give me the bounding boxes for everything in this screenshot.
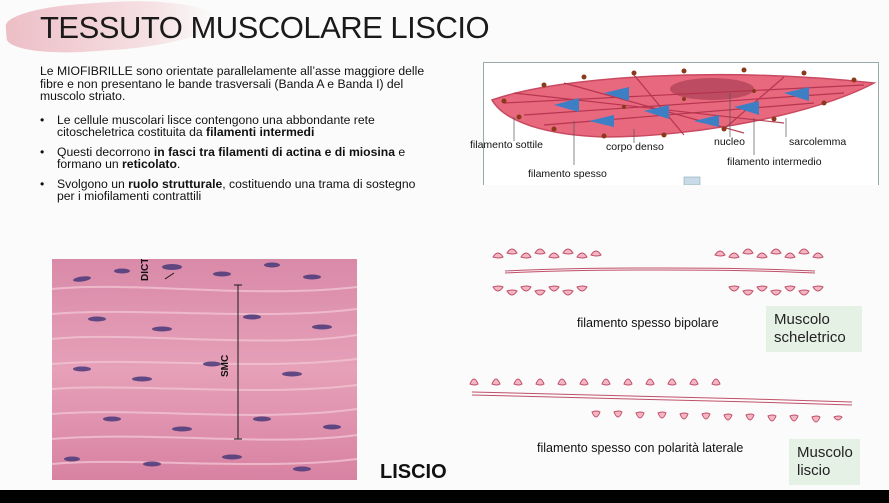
- fiber-streaks: [52, 285, 357, 466]
- annotation-lines: [164, 272, 242, 440]
- bullet-item: Questi decorrono in fasci tra filamenti …: [40, 146, 430, 170]
- label-thin-filament: filamento sottile: [470, 139, 543, 151]
- histology-image: DICT SMC: [52, 259, 357, 480]
- intro-paragraph: Le MIOFIBRILLE sono orientate parallelam…: [40, 64, 425, 103]
- bipolar-filament-caption: filamento spesso bipolare: [577, 316, 719, 330]
- label-sarcolemma: sarcolemma: [789, 136, 847, 148]
- label-nucleus: nucleo: [714, 136, 745, 148]
- slide-title: TESSUTO MUSCOLARE LISCIO: [40, 10, 490, 45]
- slide: TESSUTO MUSCOLARE LISCIO Le MIOFIBRILLE …: [0, 0, 889, 490]
- side-polar-heads-top: [469, 378, 721, 386]
- bipolar-heads-right: [714, 248, 824, 296]
- side-polar-shaft: [471, 391, 853, 406]
- cell-nuclei: [64, 262, 341, 472]
- bipolar-filament-diagram: [492, 248, 824, 296]
- bottom-bar: [0, 490, 889, 503]
- small-marker: [683, 176, 701, 186]
- label-dense-body: corpo denso: [606, 141, 664, 153]
- cell-illustration: [490, 67, 877, 186]
- bullet-item: Le cellule muscolari lisce contengono un…: [40, 114, 430, 138]
- side-polar-filament-caption: filamento spesso con polarità laterale: [537, 441, 744, 455]
- dense-bodies: [501, 67, 857, 139]
- bipolar-heads-left: [492, 248, 602, 296]
- skeletal-muscle-tag: Muscolo scheletrico: [766, 306, 862, 352]
- bullet-list: Le cellule muscolari lisce contengono un…: [40, 114, 430, 211]
- smooth-muscle-cell-diagram: filamento sottile corpo denso nucleo sar…: [470, 62, 879, 186]
- label-intermediate-filament: filamento intermedio: [727, 156, 822, 168]
- label-smc: SMC: [220, 354, 231, 377]
- nucleus-shape: [670, 78, 754, 100]
- smooth-muscle-tag: Muscolo liscio: [789, 439, 860, 485]
- histology-illustration: [52, 259, 357, 480]
- bullet-item: Svolgono un ruolo strutturale, costituen…: [40, 178, 430, 202]
- side-polar-filament-diagram: [469, 378, 853, 423]
- histology-caption: LISCIO: [380, 461, 447, 483]
- leader-lines: [513, 93, 787, 165]
- label-thick-filament: filamento spesso: [528, 168, 607, 180]
- bipolar-shaft: [504, 267, 816, 274]
- myosin-bundles: [554, 87, 809, 127]
- label-dict: DICT: [140, 259, 151, 281]
- side-polar-heads-bottom: [591, 410, 843, 423]
